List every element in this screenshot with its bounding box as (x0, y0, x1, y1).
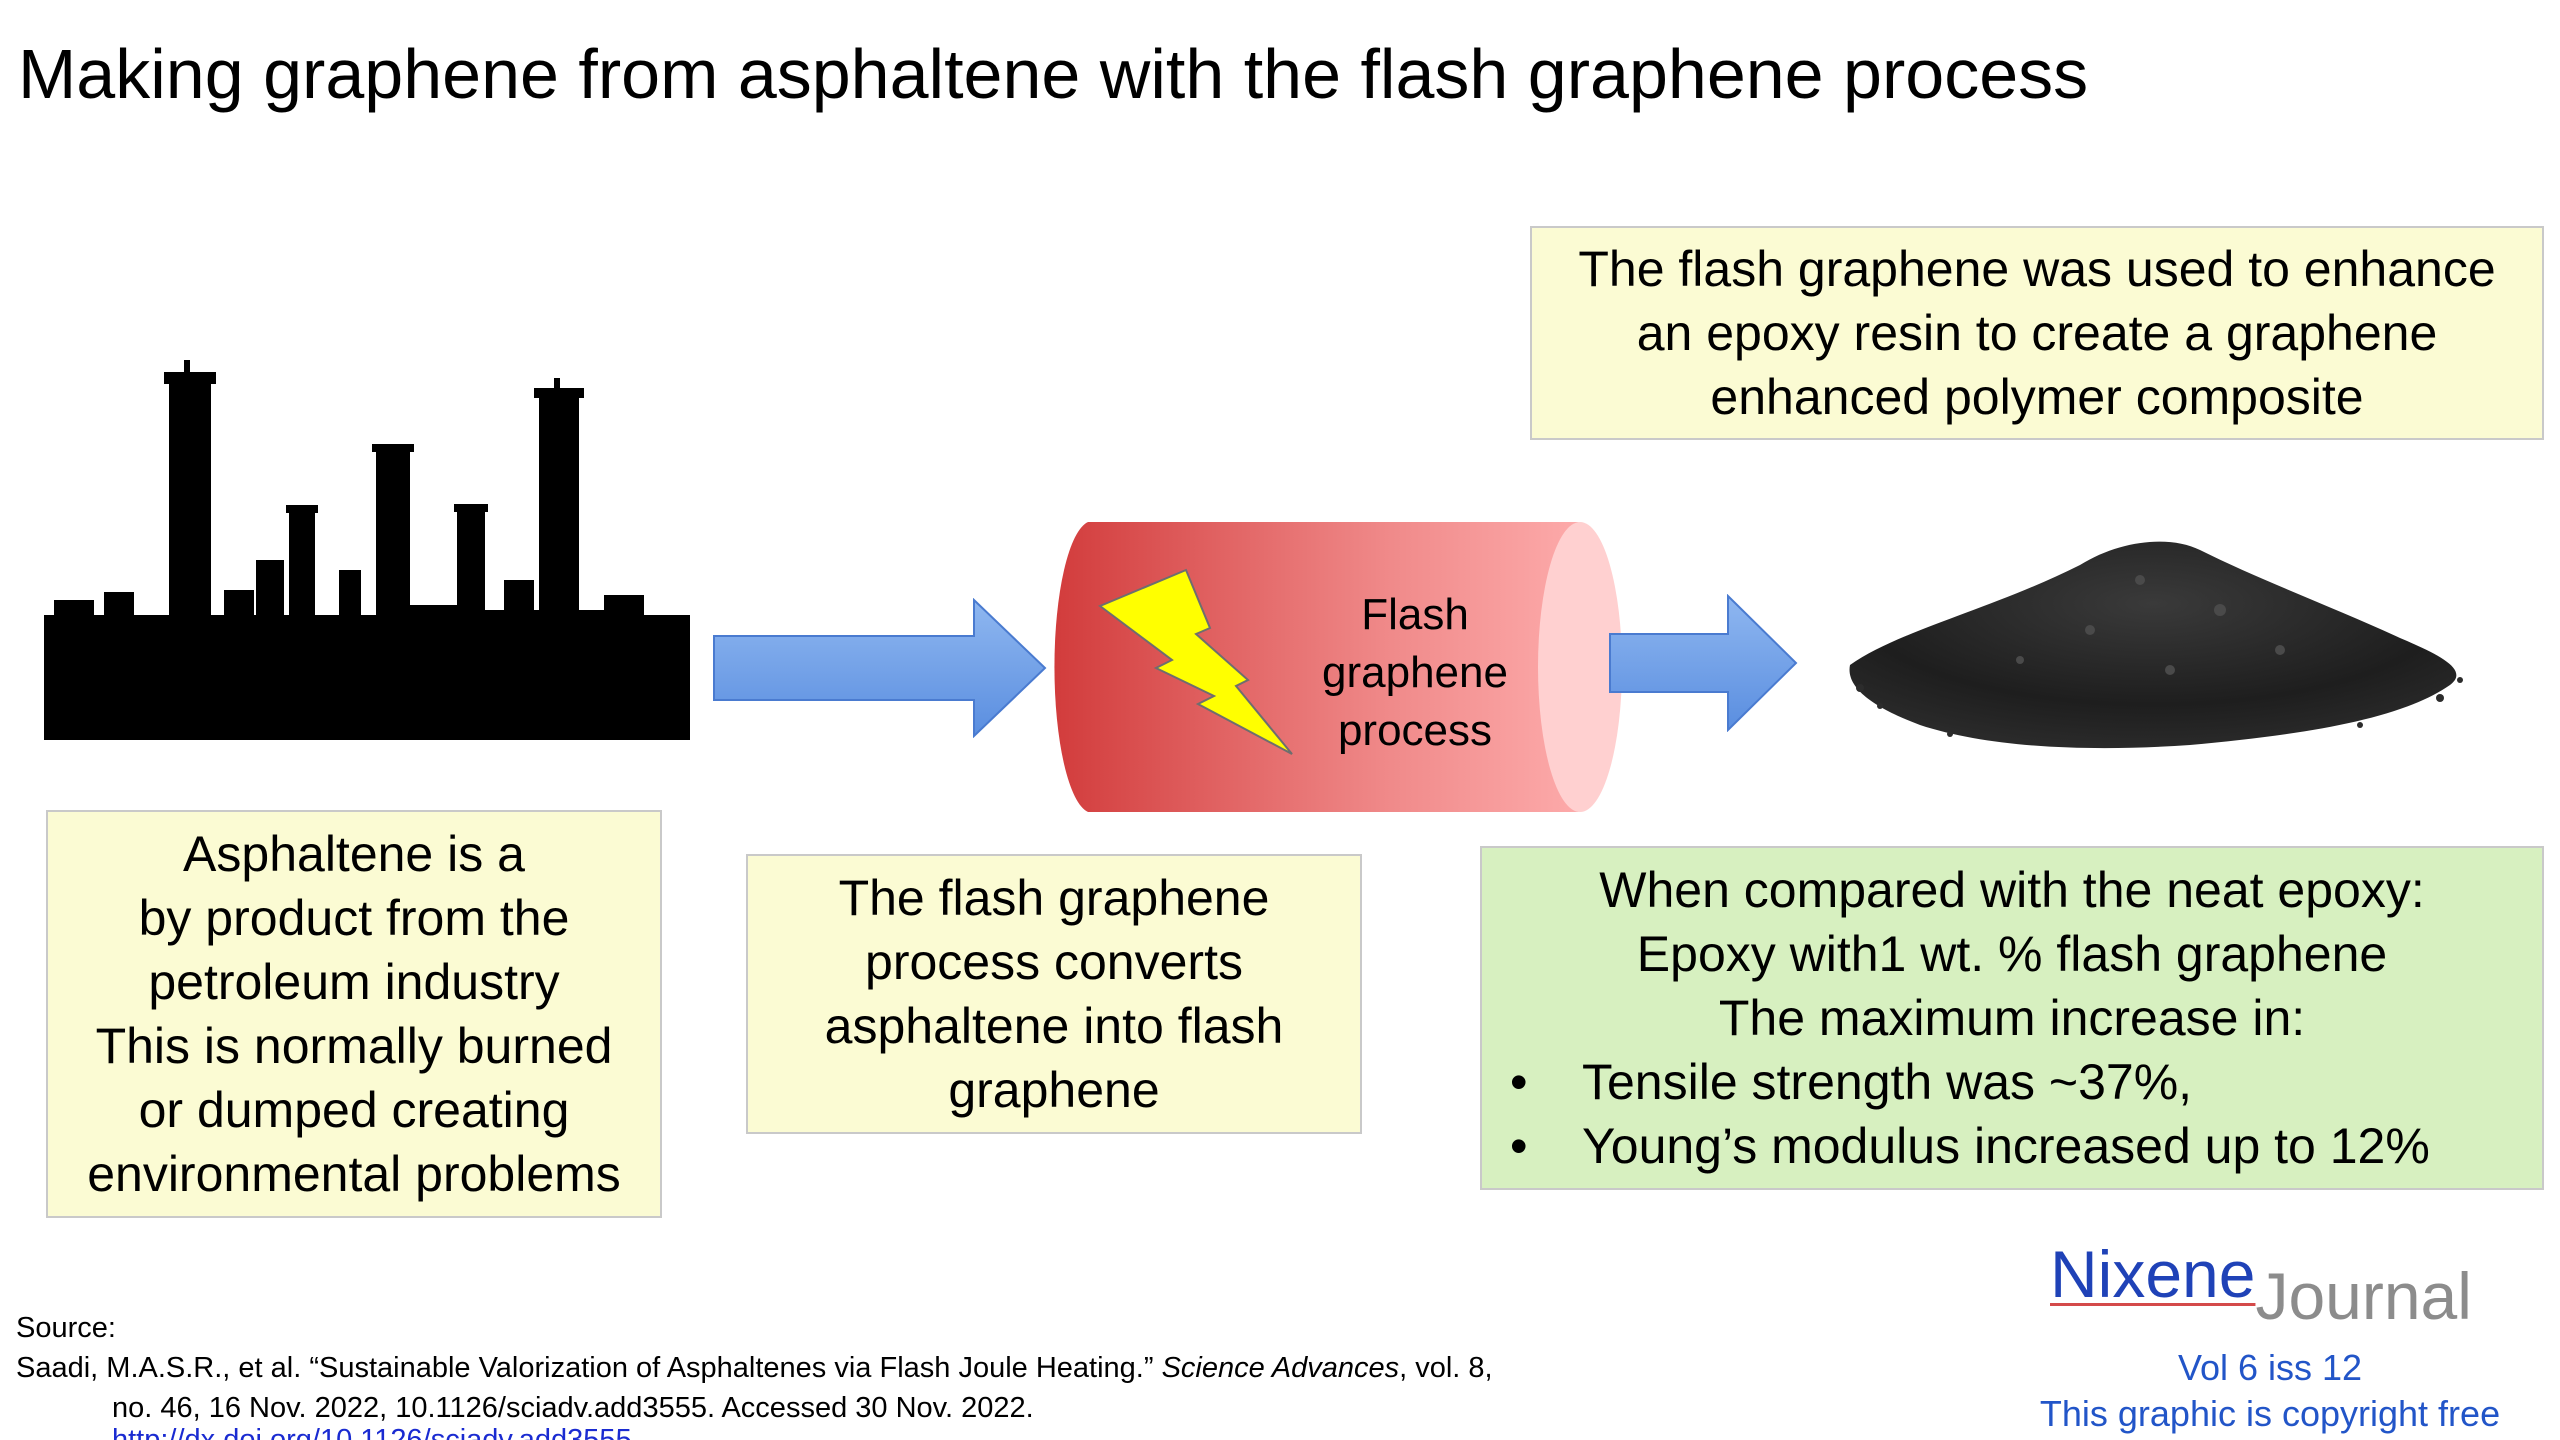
box-line: asphaltene into flash (824, 998, 1284, 1054)
bullet-icon: • (1510, 1118, 1528, 1174)
brand-logo: NixeneJournal (2050, 1236, 2472, 1333)
box-line: This is normally burned (95, 1018, 613, 1074)
box-line: Epoxy with1 wt. % flash graphene (1636, 926, 2388, 982)
bullet-text: Young’s modulus increased up to 12% (1582, 1118, 2430, 1174)
box-line: The flash graphene was used to enhance (1578, 241, 2496, 297)
list-item: • Young’s modulus increased up to 12% (1502, 1114, 2522, 1178)
arrow-right-icon (713, 598, 1047, 738)
brand-name-primary: Nixene (2050, 1237, 2256, 1311)
box-line: The flash graphene (838, 870, 1270, 926)
source-link-clip: http://dx.doi.org/10.1126/sciadv.add3555 (112, 1420, 632, 1440)
box-line: graphene (948, 1062, 1160, 1118)
source-link[interactable]: http://dx.doi.org/10.1126/sciadv.add3555 (112, 1424, 632, 1440)
cylinder-label-line: process (1337, 706, 1493, 755)
citation-text: , vol. 8, (1399, 1352, 1493, 1384)
arrow-right-icon (1609, 594, 1798, 732)
list-item: • Tensile strength was ~37%, (1502, 1050, 2522, 1114)
refinery-silhouette (44, 360, 690, 740)
bullet-text: Tensile strength was ~37%, (1582, 1054, 2193, 1110)
box-line: enhanced polymer composite (1710, 369, 2364, 425)
lightning-bolt-icon (1098, 568, 1293, 755)
process-info-box: The flash graphene process converts asph… (746, 854, 1362, 1134)
box-line: When compared with the neat epoxy: (1599, 862, 2425, 918)
source-citation-line2: no. 46, 16 Nov. 2022, 10.1126/sciadv.add… (112, 1392, 1034, 1424)
cylinder-label-line: Flash (1361, 590, 1469, 639)
graphene-powder-pile (1849, 541, 2463, 749)
box-line: by product from the (138, 890, 570, 946)
box-line: The maximum increase in: (1718, 990, 2306, 1046)
bullet-icon: • (1510, 1054, 1528, 1110)
box-line: an epoxy resin to create a graphene (1636, 305, 2438, 361)
box-line: process converts (865, 934, 1243, 990)
page-title: Making graphene from asphaltene with the… (18, 35, 2089, 113)
box-line: petroleum industry (148, 954, 560, 1010)
results-info-box: When compared with the neat epoxy: Epoxy… (1480, 846, 2544, 1190)
brand-note: This graphic is copyright free (2039, 1393, 2501, 1434)
brand-issue: Vol 6 iss 12 (2177, 1347, 2363, 1388)
cylinder-label: Flash graphene process (1290, 586, 1540, 760)
epoxy-info-box: The flash graphene was used to enhance a… (1530, 226, 2544, 440)
box-line: Asphaltene is a (183, 826, 525, 882)
cylinder-label-line: graphene (1322, 648, 1508, 697)
box-line: or dumped creating (138, 1082, 570, 1138)
asphaltene-info-box: Asphaltene is a by product from the petr… (46, 810, 662, 1218)
citation-text: Saadi, M.A.S.R., et al. “Sustainable Val… (16, 1352, 1162, 1384)
results-bullet-list: • Tensile strength was ~37%, • Young’s m… (1502, 1050, 2522, 1178)
source-citation: Saadi, M.A.S.R., et al. “Sustainable Val… (16, 1348, 1493, 1388)
box-line: environmental problems (87, 1146, 621, 1202)
brand-name-secondary: Journal (2255, 1259, 2472, 1333)
source-label: Source: (16, 1312, 116, 1344)
citation-journal: Science Advances (1161, 1352, 1400, 1384)
